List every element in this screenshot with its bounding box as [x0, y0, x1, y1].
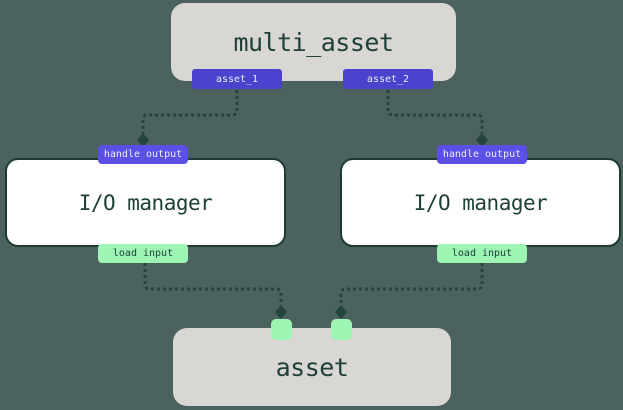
edge-asset1-to-left-io — [141, 90, 239, 133]
asset-input-handle-left — [271, 319, 292, 340]
output-tag-asset-2: asset_2 — [343, 69, 433, 89]
io-manager-node-right: I/O manager — [340, 158, 621, 247]
handle-output-tag-left-label: handle output — [103, 149, 183, 160]
edge-left-io-to-asset — [143, 263, 283, 305]
load-input-tag-left: load input — [98, 244, 188, 263]
load-input-tag-right: load input — [437, 244, 527, 263]
output-tag-asset-1-label: asset_1 — [215, 73, 259, 85]
edge-right-io-to-asset — [339, 263, 484, 305]
io-manager-node-left: I/O manager — [5, 158, 286, 247]
asset-node: asset — [173, 328, 451, 406]
output-tag-asset-2-label: asset_2 — [366, 73, 410, 85]
asset-input-handle-right — [331, 319, 352, 340]
io-manager-right-title: I/O manager — [413, 190, 548, 215]
arrowhead-diamond-icon — [335, 305, 347, 319]
multi-asset-node: multi_asset — [171, 3, 456, 81]
arrowhead-diamond-icon — [275, 305, 287, 319]
multi-asset-title: multi_asset — [233, 27, 394, 57]
load-input-tag-left-label: load input — [112, 248, 174, 259]
handle-output-tag-left: handle output — [98, 145, 188, 164]
io-manager-left-title: I/O manager — [78, 190, 213, 215]
handle-output-tag-right-label: handle output — [442, 149, 522, 160]
handle-output-tag-right: handle output — [437, 145, 527, 164]
asset-title: asset — [275, 352, 349, 382]
load-input-tag-right-label: load input — [451, 248, 513, 259]
edge-asset2-to-right-io — [386, 90, 484, 133]
output-tag-asset-1: asset_1 — [192, 69, 282, 89]
